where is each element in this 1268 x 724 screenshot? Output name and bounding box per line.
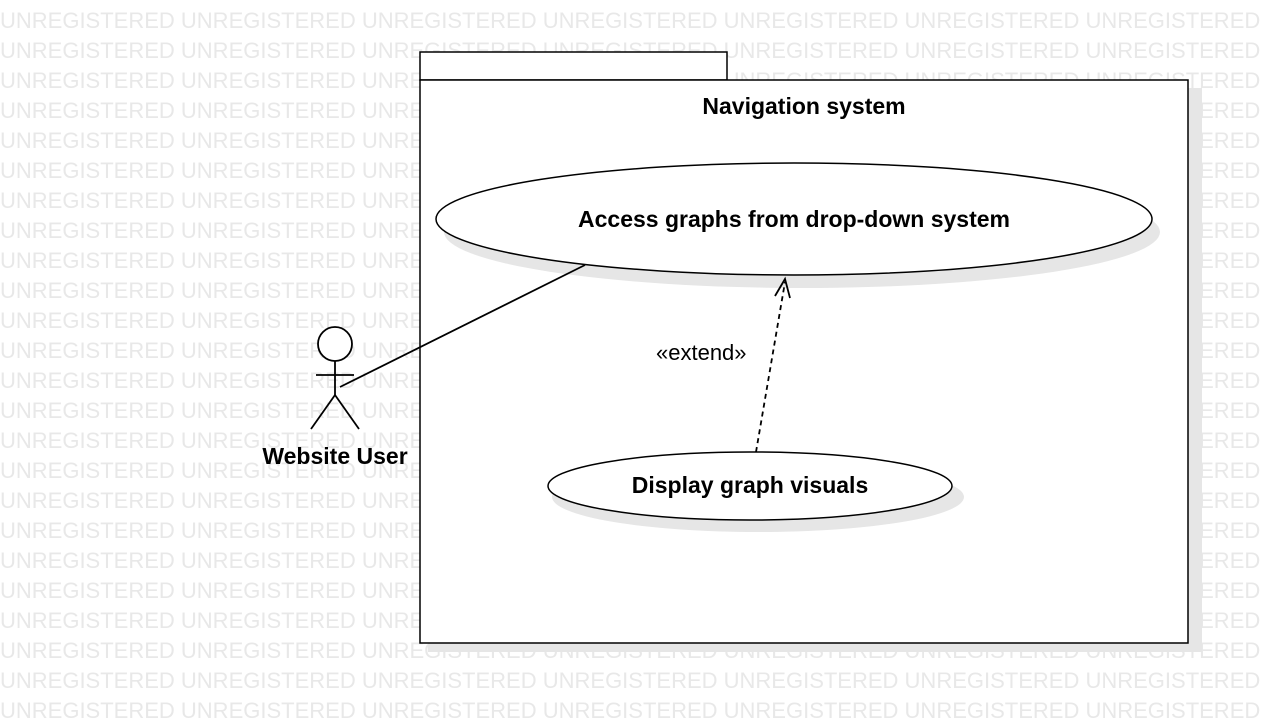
actor-right-leg <box>334 394 360 430</box>
watermark-line: UNREGISTERED UNREGISTERED UNREGISTERED U… <box>0 698 1268 723</box>
actor-name: Website User <box>262 443 407 469</box>
extend-label: «extend» <box>656 340 747 365</box>
actor-left-leg <box>310 394 336 430</box>
actor-website-user[interactable]: Website User <box>262 326 408 469</box>
system-title: Navigation system <box>702 93 905 119</box>
system-boundary-tab <box>419 51 728 81</box>
use-case-label: Access graphs from drop-down system <box>578 206 1010 232</box>
use-case-display-graph-visuals[interactable]: Display graph visuals <box>547 451 964 532</box>
use-case-label: Display graph visuals <box>632 472 868 498</box>
extend-arrowhead <box>774 276 791 299</box>
watermark-line: UNREGISTERED UNREGISTERED UNREGISTERED U… <box>0 668 1268 693</box>
use-case-access-graphs[interactable]: Access graphs from drop-down system <box>435 162 1160 288</box>
extend-dependency-line[interactable] <box>755 281 786 453</box>
watermark-line: UNREGISTERED UNREGISTERED UNREGISTERED U… <box>0 8 1268 33</box>
actor-head <box>317 326 353 362</box>
use-case-ellipse <box>547 451 953 521</box>
use-case-ellipse <box>435 162 1153 276</box>
association-line[interactable] <box>339 264 586 388</box>
